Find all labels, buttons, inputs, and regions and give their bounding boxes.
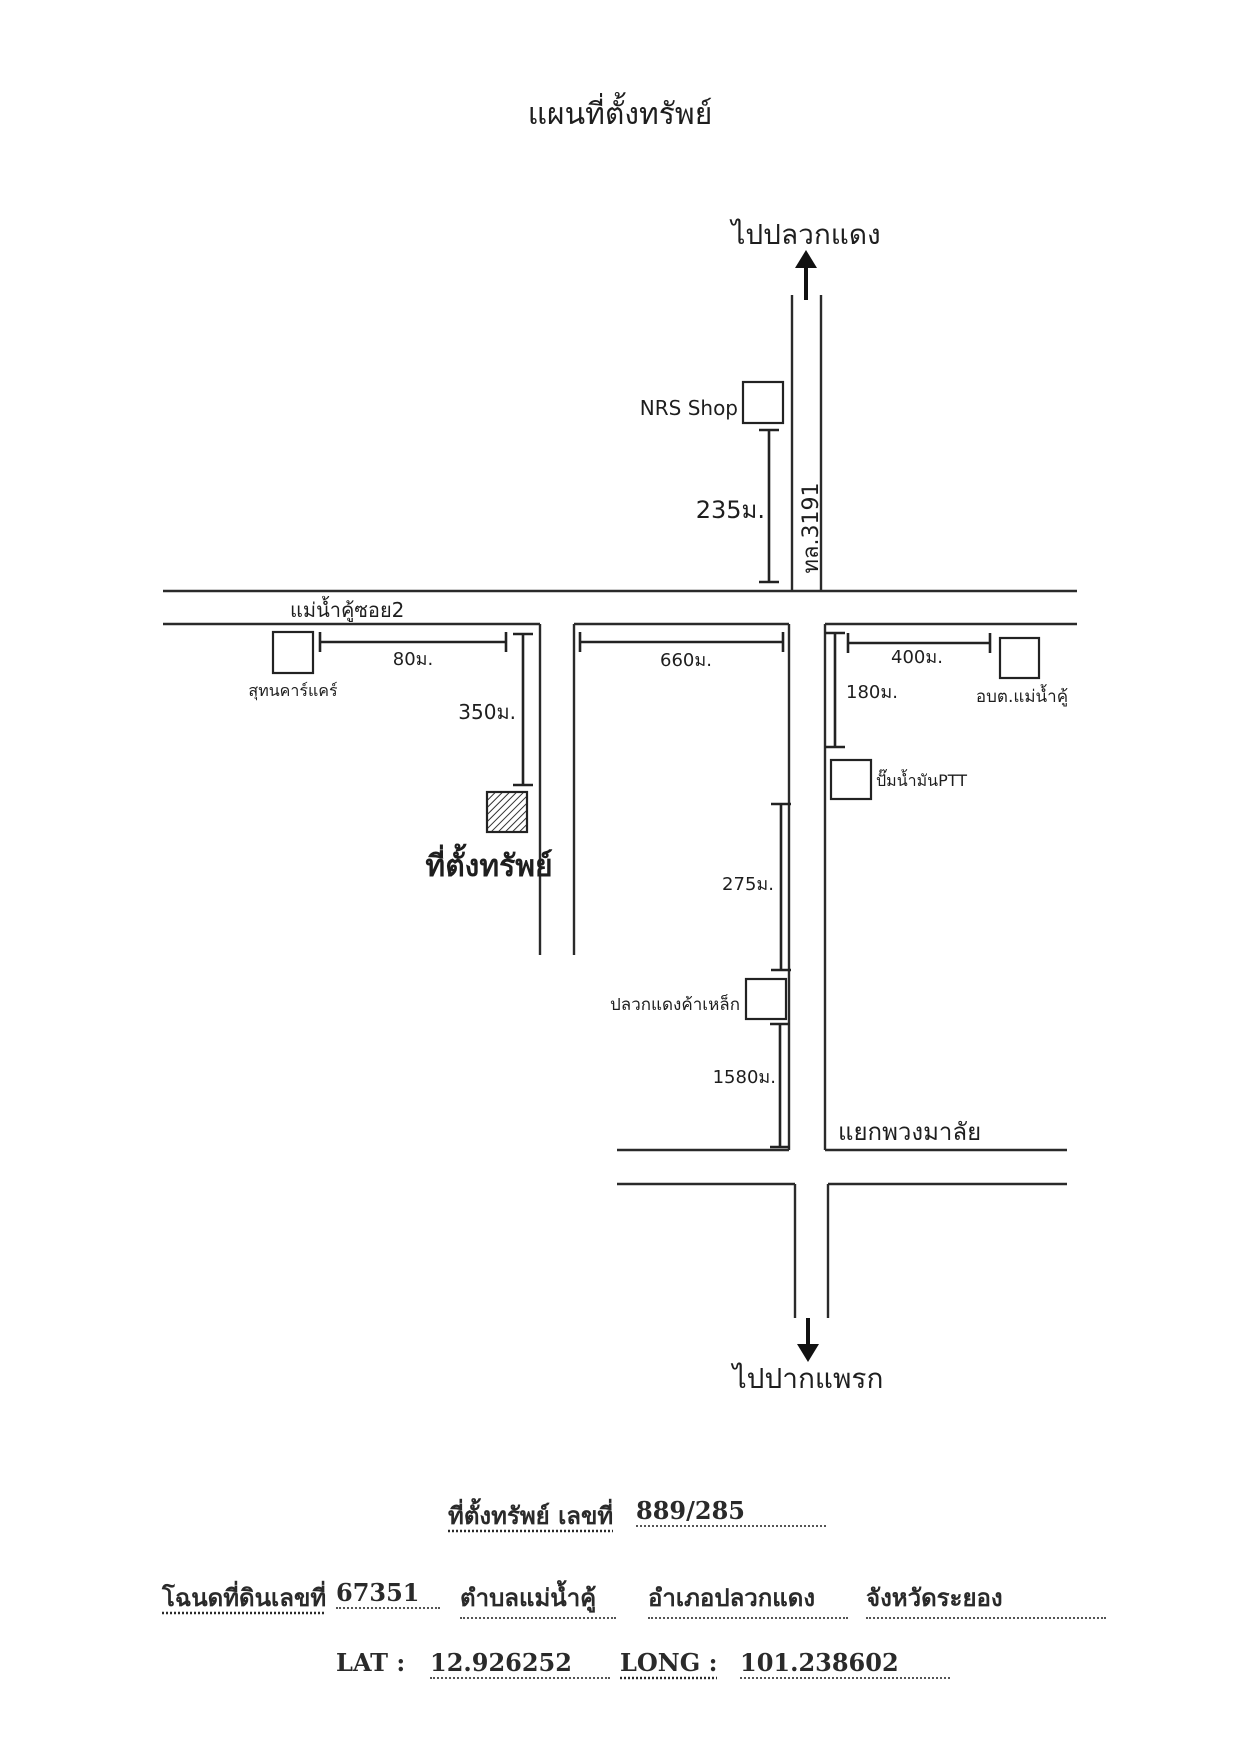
long-label: LONG : bbox=[620, 1648, 718, 1677]
lat-value: 12.926252 bbox=[430, 1648, 610, 1679]
property-label: ที่ตั้งทรัพย์ bbox=[425, 843, 552, 884]
deed-label: โฉนดที่ดินเลขที่ bbox=[162, 1583, 327, 1612]
ptt-label: ปั๊มน้ำมันPTT bbox=[876, 769, 967, 790]
junction-label: แยกพวงมาลัย bbox=[838, 1118, 981, 1146]
steel-shop-box bbox=[744, 977, 788, 1021]
distance-180-label: 180ม. bbox=[846, 682, 898, 703]
dimension-180 bbox=[825, 631, 845, 749]
dimension-400 bbox=[846, 633, 992, 653]
north-arrow-icon bbox=[795, 250, 817, 300]
soi-label: แม่น้ำคู้ซอย2 bbox=[290, 596, 404, 623]
south-arrow-icon bbox=[797, 1318, 819, 1362]
nrs-shop-box bbox=[741, 380, 785, 425]
dimension-235 bbox=[759, 428, 779, 584]
map-title: แผนที่ตั้งทรัพย์ bbox=[528, 92, 713, 132]
subdistrict: ตำบลแม่น้ำคู้ bbox=[460, 1578, 616, 1619]
dimension-350 bbox=[513, 632, 533, 787]
ptt-box bbox=[829, 758, 873, 801]
dimension-660 bbox=[578, 632, 785, 652]
obt-box bbox=[998, 636, 1041, 680]
distance-400-label: 400ม. bbox=[891, 647, 943, 668]
address-number: 889/285 bbox=[636, 1496, 826, 1527]
distance-660-label: 660ม. bbox=[660, 650, 712, 671]
direction-south-label: ไปปากแพรก bbox=[731, 1362, 884, 1395]
dimension-1580 bbox=[770, 1022, 790, 1149]
car-care-label: สุทนคาร์แคร์ bbox=[248, 681, 338, 701]
distance-350-label: 350ม. bbox=[458, 700, 516, 724]
dimension-80 bbox=[318, 632, 508, 652]
lat-label: LAT : bbox=[336, 1648, 406, 1677]
obt-label: อบต.แม่น้ำคู้ bbox=[976, 684, 1068, 707]
address-label: ที่ตั้งทรัพย์ เลขที่ bbox=[448, 1501, 614, 1530]
distance-235-label: 235ม. bbox=[696, 496, 765, 524]
steel-shop-label: ปลวกแดงค้าเหล็ก bbox=[610, 993, 740, 1015]
road-network bbox=[163, 295, 1077, 1318]
property-box bbox=[485, 790, 529, 834]
distance-80-label: 80ม. bbox=[393, 649, 434, 670]
deed-number: 67351 bbox=[336, 1578, 440, 1609]
nrs-shop-label: NRS Shop bbox=[640, 396, 738, 420]
highway-label: ทล.3191 bbox=[799, 483, 824, 574]
car-care-box bbox=[271, 630, 315, 675]
long-value: 101.238602 bbox=[740, 1648, 950, 1679]
direction-north-label: ไปปลวกแดง bbox=[729, 218, 880, 251]
distance-1580-label: 1580ม. bbox=[713, 1067, 776, 1088]
district: อำเภอปลวกแดง bbox=[648, 1578, 848, 1619]
dimension-275 bbox=[771, 802, 791, 972]
province: จังหวัดระยอง bbox=[866, 1578, 1106, 1619]
distance-275-label: 275ม. bbox=[722, 874, 774, 895]
